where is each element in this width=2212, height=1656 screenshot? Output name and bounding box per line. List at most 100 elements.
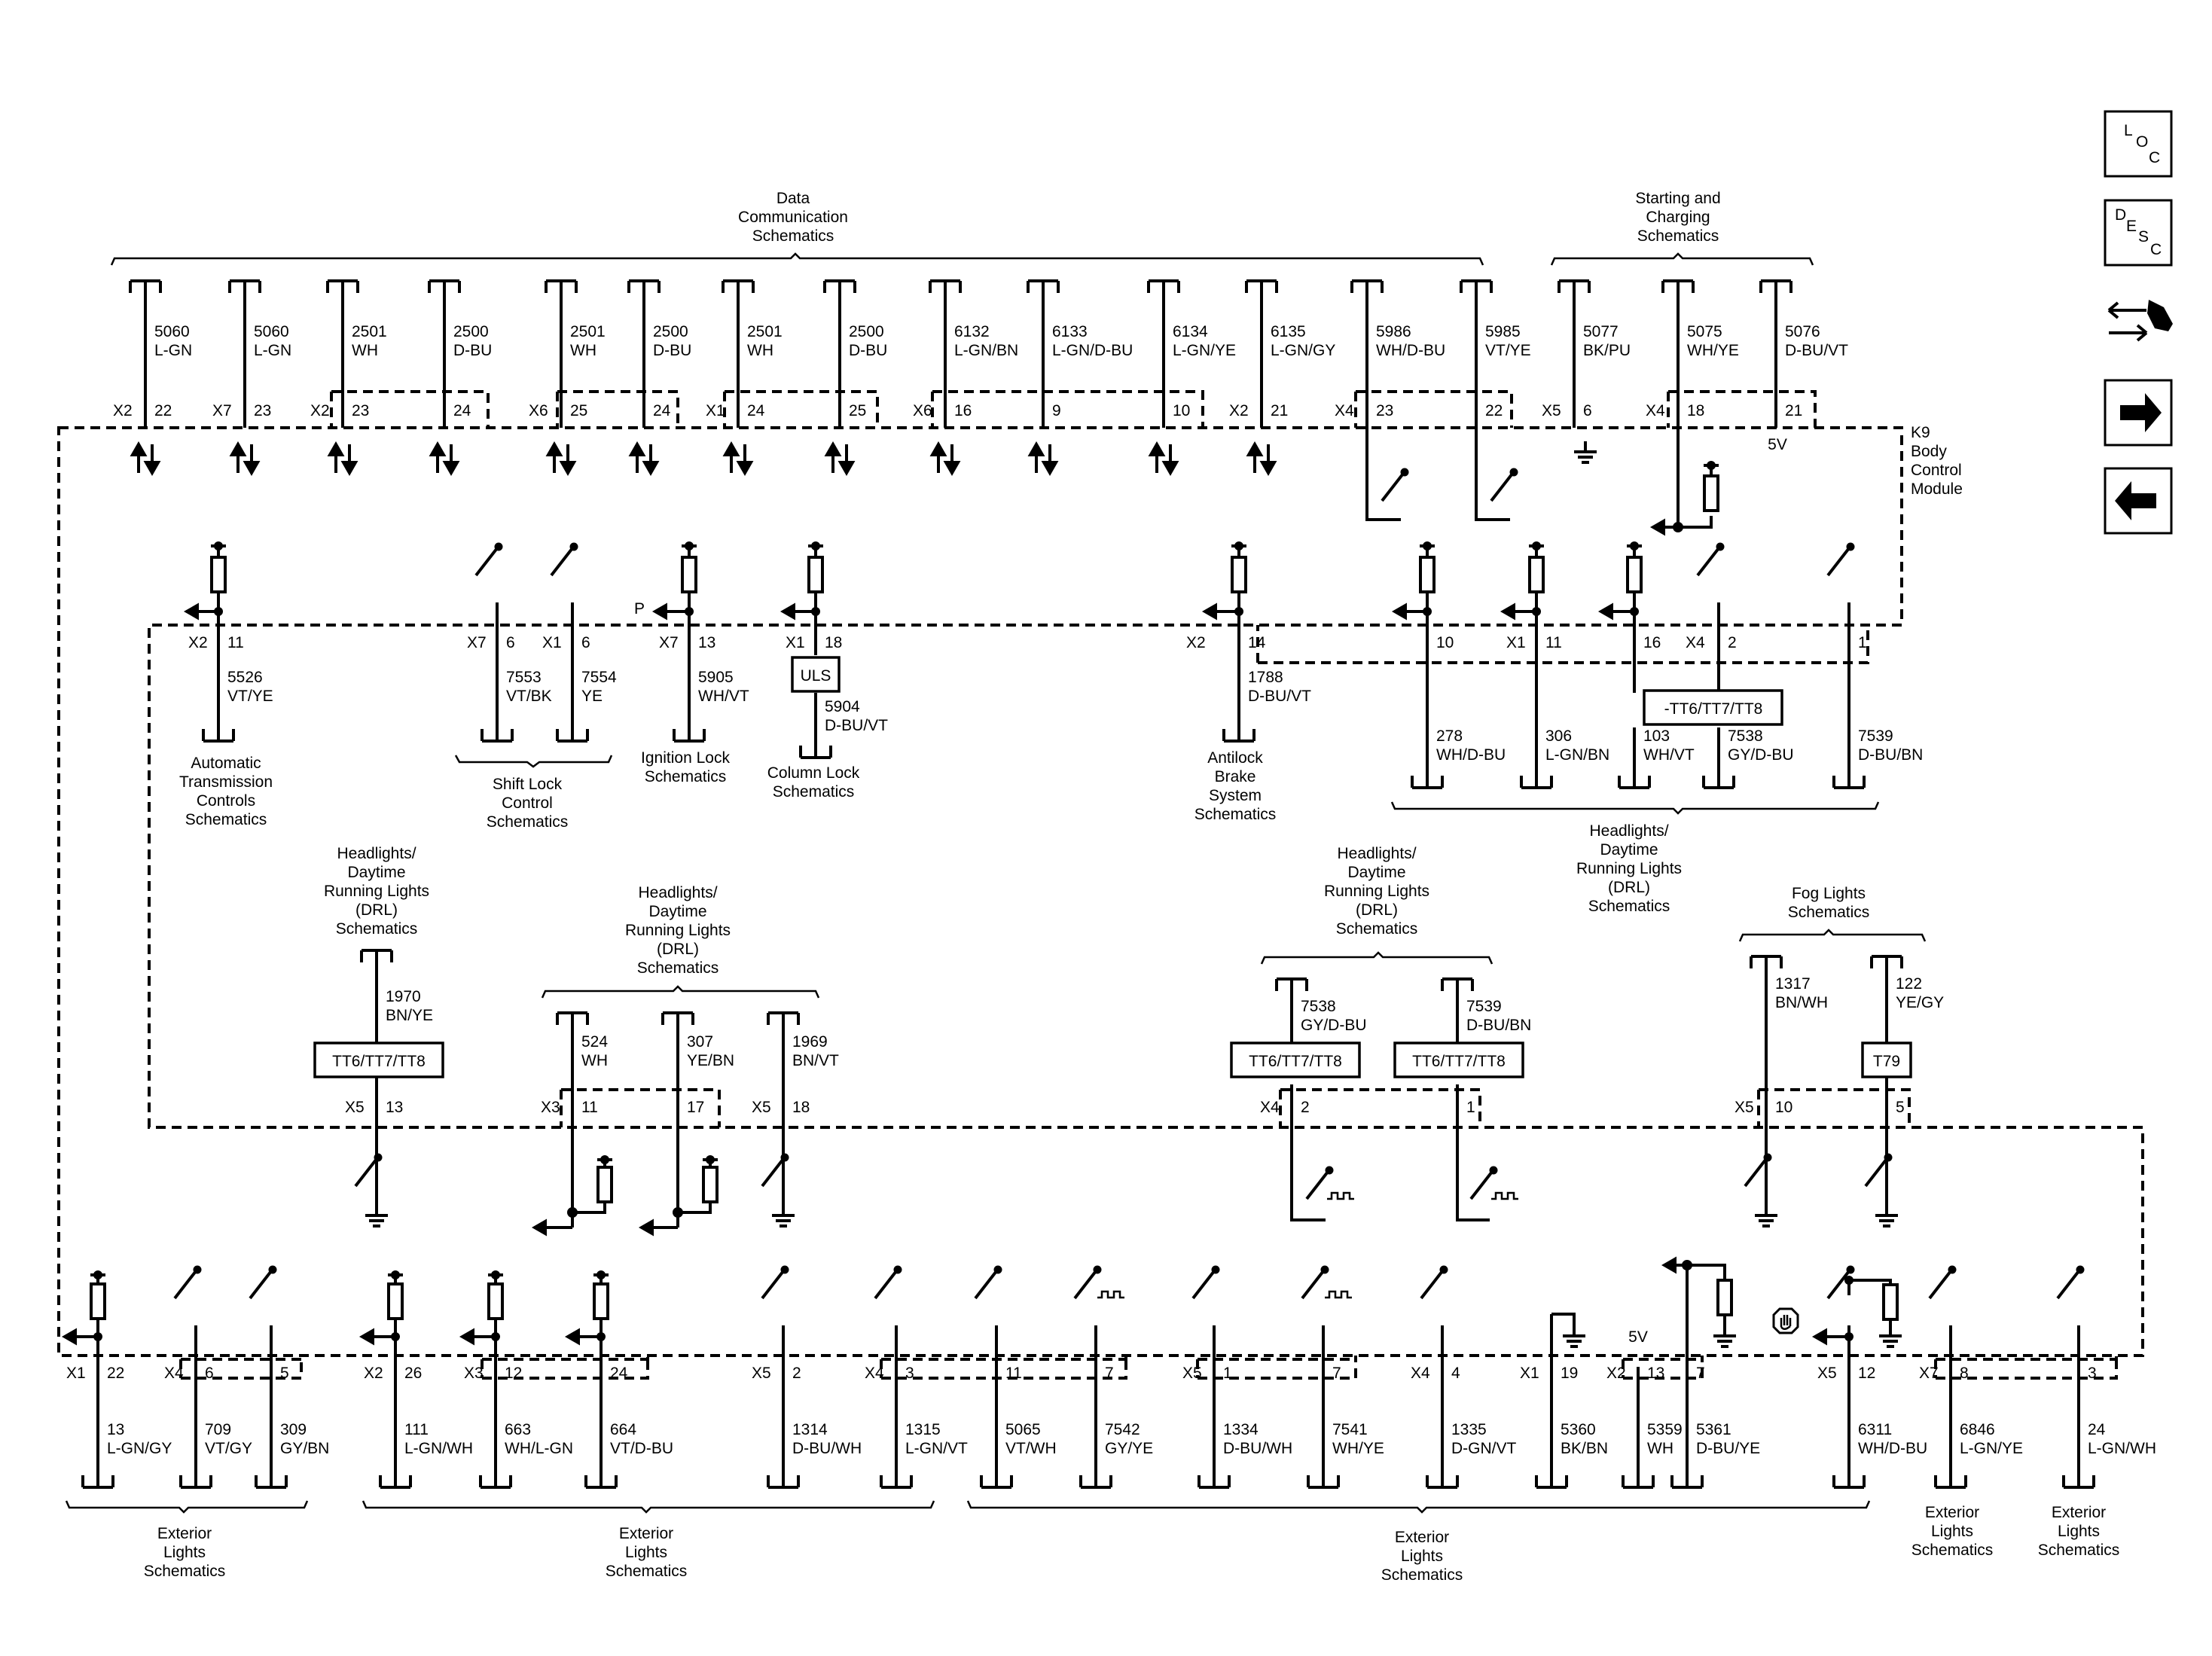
pin-number: 23 bbox=[352, 402, 369, 419]
connector-id: X5 bbox=[345, 1099, 365, 1116]
bidirectional-arrows-icon bbox=[547, 443, 575, 474]
connector-id: X5 bbox=[1182, 1365, 1202, 1382]
wire-color: VT/BK bbox=[506, 688, 552, 705]
reference-text: Schematics bbox=[1788, 904, 1870, 921]
reference-text: Schematics bbox=[1336, 920, 1418, 938]
pin-number: 11 bbox=[1005, 1365, 1022, 1382]
bidirectional-arrows-icon bbox=[931, 443, 960, 474]
reference-text: Schematics bbox=[1588, 898, 1670, 915]
pin-number: 3 bbox=[905, 1365, 914, 1382]
module-name-2: Control bbox=[1911, 462, 1962, 479]
circuit-number: 5904 bbox=[825, 698, 860, 715]
wrench-tools-icon[interactable] bbox=[2107, 300, 2173, 342]
reference-text: Automatic bbox=[191, 755, 261, 772]
connector-id: X7 bbox=[1919, 1365, 1939, 1382]
reference-text: Exterior bbox=[157, 1525, 212, 1542]
pin-number: 16 bbox=[1643, 634, 1661, 651]
circuit-number: 2501 bbox=[570, 323, 606, 340]
wire-color: WH/YE bbox=[1332, 1440, 1384, 1457]
desc-letter: C bbox=[2150, 241, 2162, 258]
wire-color: GY/D-BU bbox=[1301, 1017, 1367, 1034]
bidirectional-arrows-icon bbox=[328, 443, 357, 474]
p-label: P bbox=[634, 600, 645, 618]
reference-text: Shift Lock bbox=[493, 776, 563, 793]
wire-color: YE bbox=[581, 688, 603, 705]
pin-number: 1 bbox=[1858, 634, 1867, 651]
circuit-number: 5076 bbox=[1785, 323, 1820, 340]
location-icon[interactable]: L O C bbox=[2104, 110, 2173, 178]
pin-number: 10 bbox=[1775, 1099, 1792, 1116]
circuit-number: 309 bbox=[280, 1421, 307, 1438]
wire-color: D-BU/VT bbox=[825, 717, 888, 734]
ref-line: Communication bbox=[738, 209, 848, 226]
pin-number: 11 bbox=[581, 1099, 598, 1116]
connector-id: X6 bbox=[913, 402, 932, 419]
wire-color: D-BU/VT bbox=[1248, 688, 1311, 705]
module-boundary bbox=[57, 426, 2144, 1357]
middle-terminals bbox=[202, 727, 1866, 789]
middle-reference-texts: AutomaticTransmissionControlsSchematicsS… bbox=[179, 749, 1682, 915]
bidirectional-arrows-icon bbox=[230, 443, 259, 474]
pin-number: 13 bbox=[1647, 1365, 1664, 1382]
circuit-number: 1335 bbox=[1451, 1421, 1487, 1438]
reference-text: Schematics bbox=[487, 813, 569, 831]
bottom-5v-label: 5V bbox=[1628, 1328, 1648, 1346]
lower-braces bbox=[541, 929, 1927, 999]
reference-text: Antilock bbox=[1207, 749, 1263, 767]
wire-color: GY/D-BU bbox=[1728, 746, 1794, 764]
wire-color: WH bbox=[1647, 1440, 1673, 1457]
connector-id: X4 bbox=[865, 1365, 884, 1382]
pin-number: 12 bbox=[1858, 1365, 1875, 1382]
module-label: K9 Body Control Module bbox=[1911, 424, 1963, 498]
circuit-number: 2500 bbox=[653, 323, 688, 340]
previous-page-icon[interactable] bbox=[2104, 467, 2173, 535]
tt-label: TT6/TT7/TT8 bbox=[1412, 1053, 1506, 1070]
reference-text: Brake bbox=[1215, 768, 1256, 785]
reference-text: Lights bbox=[163, 1544, 206, 1561]
pin-number: 10 bbox=[1173, 402, 1190, 419]
wire-color: L-GN bbox=[154, 342, 192, 359]
pin-number: 24 bbox=[747, 402, 765, 419]
loc-letter: O bbox=[2136, 133, 2148, 151]
connector-id: X2 bbox=[113, 402, 133, 419]
circuit-number: 5075 bbox=[1687, 323, 1722, 340]
ref-line: Schematics bbox=[1637, 227, 1719, 245]
pin-number: 6 bbox=[1583, 402, 1592, 419]
bidirectional-arrows-icon bbox=[1149, 443, 1178, 474]
wire-color: D-BU bbox=[653, 342, 691, 359]
circuit-number: 6846 bbox=[1960, 1421, 1995, 1438]
wire-color: YE/GY bbox=[1896, 994, 1944, 1011]
wire-color: BK/BN bbox=[1561, 1440, 1608, 1457]
wire-color: L-GN/BN bbox=[954, 342, 1018, 359]
circuit-number: 1334 bbox=[1223, 1421, 1259, 1438]
pin-number: 9 bbox=[1052, 402, 1061, 419]
circuit-number: 307 bbox=[687, 1033, 713, 1051]
pin-number: 22 bbox=[154, 402, 172, 419]
reference-text: Running Lights bbox=[625, 922, 731, 939]
desc-letter: E bbox=[2126, 218, 2137, 235]
reference-text: Exterior bbox=[1395, 1529, 1449, 1546]
wire-color: VT/YE bbox=[227, 688, 273, 705]
circuit-number: 7541 bbox=[1332, 1421, 1368, 1438]
circuit-number: 1317 bbox=[1775, 975, 1811, 993]
description-icon[interactable]: D E S C bbox=[2104, 199, 2173, 267]
circuit-number: 2500 bbox=[453, 323, 489, 340]
ref-line: Data bbox=[776, 190, 810, 207]
wire-color: BN/WH bbox=[1775, 994, 1828, 1011]
next-page-icon[interactable] bbox=[2104, 379, 2173, 447]
circuit-number: 5360 bbox=[1561, 1421, 1596, 1438]
reference-text: (DRL) bbox=[1356, 901, 1398, 919]
reference-text: Schematics bbox=[1381, 1566, 1463, 1584]
pin-number: 11 bbox=[227, 634, 244, 651]
wire-color: D-GN/VT bbox=[1451, 1440, 1517, 1457]
pin-number: 21 bbox=[1271, 402, 1288, 419]
pin-number: 6 bbox=[506, 634, 515, 651]
wire-color: WH/VT bbox=[698, 688, 749, 705]
circuit-number: 306 bbox=[1545, 727, 1572, 745]
wire-color: GY/BN bbox=[280, 1440, 329, 1457]
pin-number: 16 bbox=[954, 402, 972, 419]
reference-text: Ignition Lock bbox=[641, 749, 730, 767]
wire-color: WH/VT bbox=[1643, 746, 1695, 764]
data-communication-reference: Data Communication Schematics bbox=[110, 190, 1484, 266]
